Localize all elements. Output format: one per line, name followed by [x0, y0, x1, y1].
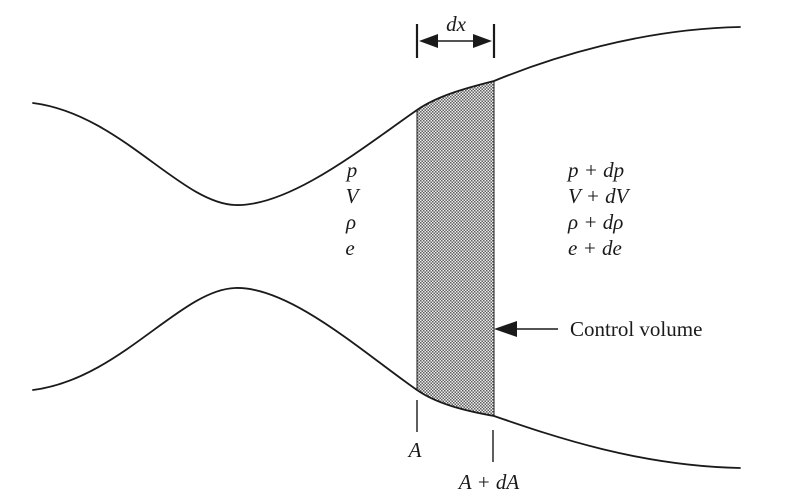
left-energy-label: e: [345, 236, 354, 260]
right-density-label: ρ + dρ: [567, 210, 623, 234]
left-pressure-label: p: [345, 158, 358, 182]
dx-arrow-right-head-icon: [473, 34, 492, 48]
left-state-labels: p V ρ e: [345, 158, 361, 260]
dx-label: dx: [446, 12, 467, 36]
right-energy-label: e + de: [568, 236, 622, 260]
control-volume-region: [416, 80, 495, 417]
nozzle-upper-wall: [32, 26, 741, 206]
left-velocity-label: V: [346, 184, 361, 208]
dx-dimension: dx: [415, 12, 496, 58]
nozzle-lower-wall: [32, 287, 741, 469]
station-a-label: A: [407, 438, 422, 462]
right-velocity-label: V + dV: [568, 184, 631, 208]
right-pressure-label: p + dp: [566, 158, 624, 182]
station-a-da-label: A + dA: [457, 470, 520, 494]
control-volume-arrow-head-icon: [494, 321, 517, 337]
dx-arrow-left-head-icon: [419, 34, 438, 48]
control-volume-label: Control volume: [570, 317, 702, 341]
left-density-label: ρ: [345, 210, 356, 234]
station-a-da: A + dA: [457, 430, 520, 494]
control-volume-callout: Control volume: [494, 317, 702, 341]
station-a: A: [407, 400, 422, 462]
right-state-labels: p + dp V + dV ρ + dρ e + de: [566, 158, 631, 260]
